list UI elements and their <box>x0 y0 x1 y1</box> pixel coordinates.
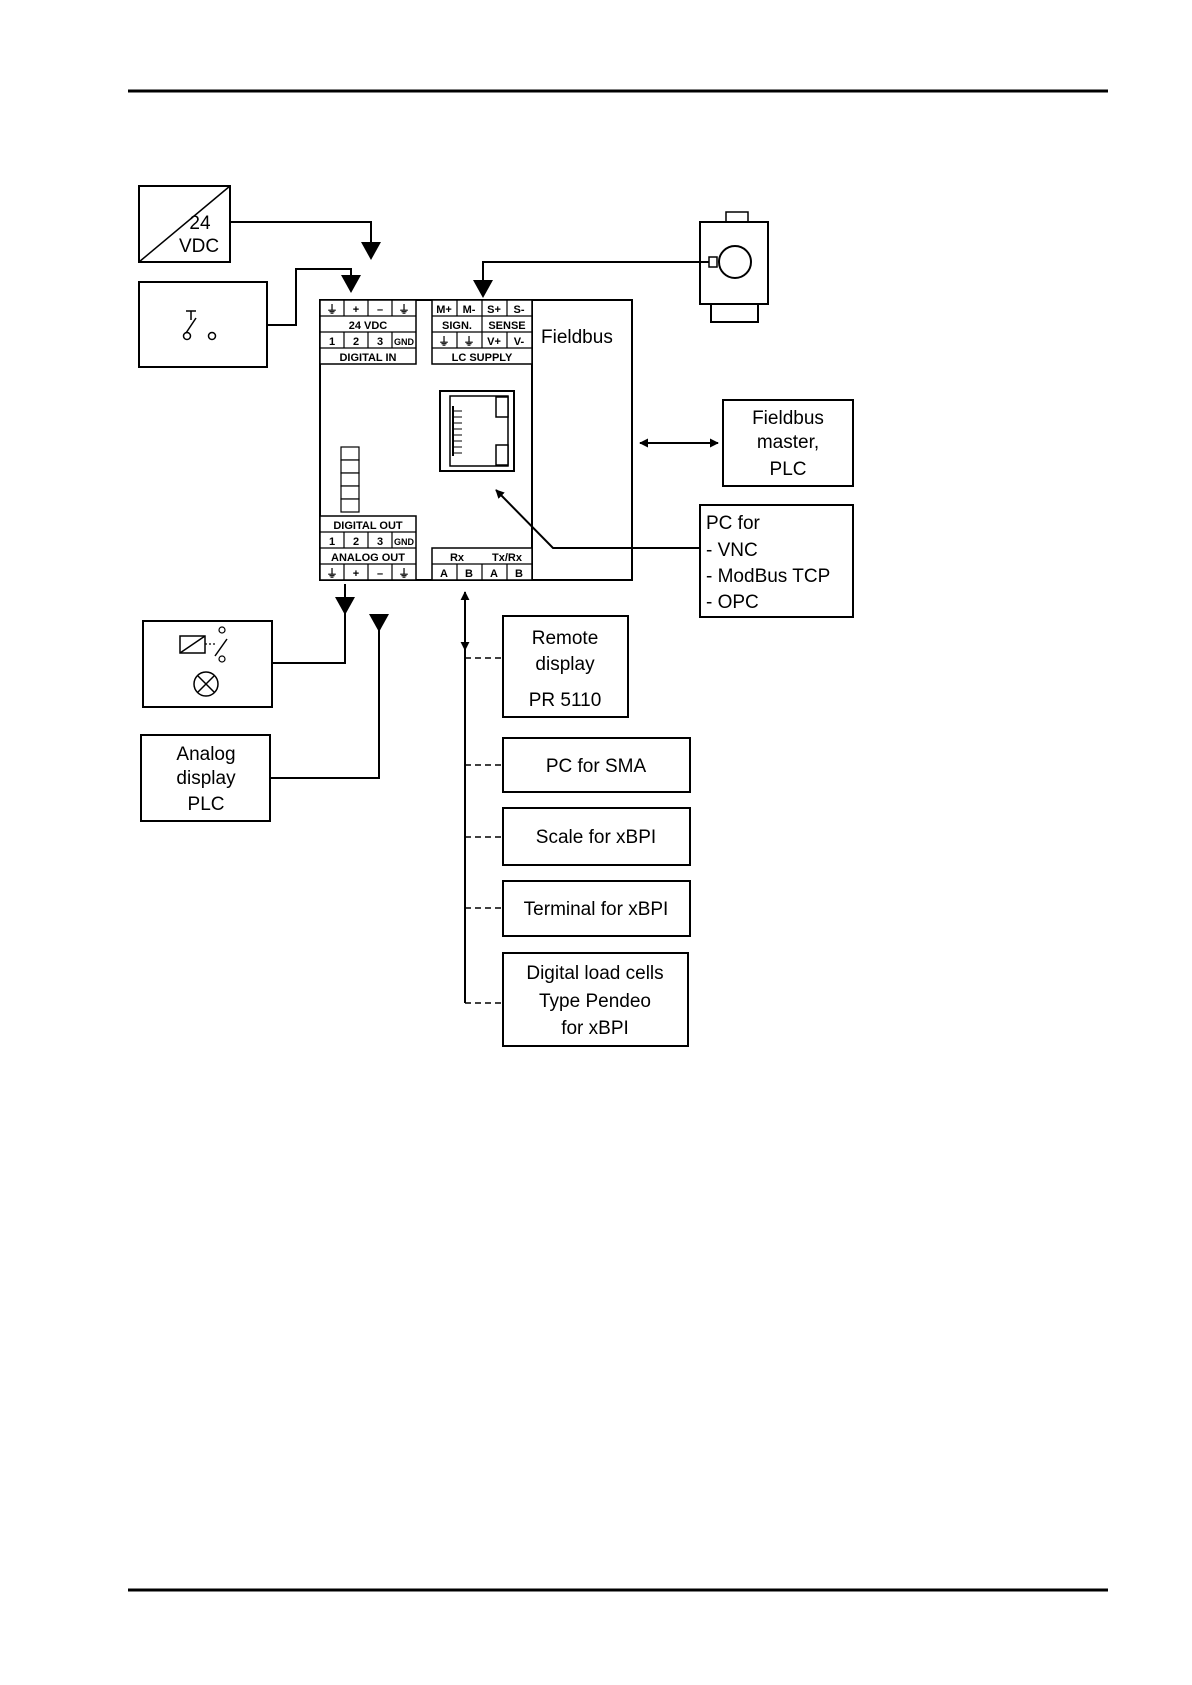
ethernet-wire <box>495 489 700 549</box>
remote-display-line1: Remote <box>532 628 599 649</box>
digital-load-cells-box: Digital load cells Type Pendeo for xBPI <box>502 952 689 1047</box>
power-supply-line1: 24 <box>189 213 211 234</box>
tr-r1-c3: S+ <box>487 304 501 316</box>
fieldbus-master-box: Fieldbus master, PLC <box>722 399 854 487</box>
remote-display-line3: PR 5110 <box>529 690 602 711</box>
lamp-icon <box>193 671 219 697</box>
tr-r3-c1: ⏚ <box>439 335 450 348</box>
ethernet-port-icon <box>439 390 515 472</box>
switch-box <box>138 281 268 368</box>
analog-display-line2: display <box>176 768 236 789</box>
led-indicators <box>340 446 360 513</box>
terminal-block-outputs: DIGITAL OUT 1 2 3 GND ANALOG OUT ⏚ + – ⏚ <box>319 515 417 581</box>
terminal-block-lc-supply: M+ M- S+ S- SIGN. SENSE ⏚ ⏚ V+ V- LC SUP… <box>431 299 533 365</box>
terminal-block-digital-in: ⏚ + – ⏚ 24 VDC 1 2 3 GND DIGITAL IN <box>319 299 417 365</box>
analog-display-box: Analog display PLC <box>140 734 271 822</box>
serial-r2-c3: A <box>490 568 498 580</box>
bl-r4-c2: + <box>353 568 359 580</box>
bl-r2-c3: 3 <box>377 536 383 548</box>
pc-sma-label: PC for SMA <box>546 756 647 777</box>
tr-r3-c3: V+ <box>487 336 501 348</box>
digital-cells-line2: Type Pendeo <box>539 991 651 1012</box>
tr-r2-c1: SIGN. <box>442 320 472 332</box>
bl-r2-c4: GND <box>394 537 415 547</box>
serial-r1-c1: Rx <box>450 552 465 564</box>
terminal-xbpi-box: Terminal for xBPI <box>502 880 691 937</box>
fieldbus-master-line2: master, <box>757 432 819 453</box>
tr-r1-c2: M- <box>463 304 476 316</box>
analog-out-wire <box>270 620 380 779</box>
digital-in-wire <box>267 268 352 326</box>
tl-r3-c3: 3 <box>377 336 383 348</box>
switch-icon <box>182 310 217 341</box>
tl-r1-c3: – <box>377 304 383 316</box>
tl-r2: 24 VDC <box>349 320 388 332</box>
digital-cells-line1: Digital load cells <box>526 963 663 984</box>
tl-r3-c4: GND <box>394 337 415 347</box>
pc-line2: - VNC <box>706 540 758 561</box>
tl-r3-c2: 2 <box>353 336 359 348</box>
tl-r1-c2: + <box>353 304 359 316</box>
tl-r4: DIGITAL IN <box>339 352 396 364</box>
fieldbus-master-line1: Fieldbus <box>752 408 824 429</box>
terminal-xbpi-label: Terminal for xBPI <box>524 899 669 920</box>
digital-out-wire <box>272 584 346 664</box>
load-cell-arrow-icon <box>473 280 493 298</box>
relay-icon <box>179 626 228 663</box>
pc-line3: - ModBus TCP <box>706 566 830 587</box>
relay-lamp-box <box>142 620 273 708</box>
power-wire <box>230 221 372 242</box>
analog-out-arrow-icon <box>369 614 389 632</box>
pc-box: PC for - VNC - ModBus TCP - OPC <box>699 504 854 618</box>
tl-r3-c1: 1 <box>329 336 335 348</box>
tr-r1-c1: M+ <box>436 304 452 316</box>
serial-r1-c2: Tx/Rx <box>492 552 523 564</box>
digital-in-arrow-icon <box>341 275 361 293</box>
bl-r4-c1: ⏚ <box>327 567 338 580</box>
power-arrow-icon <box>361 242 381 260</box>
tl-r1-c4: ⏚ <box>399 303 410 316</box>
scale-xbpi-label: Scale for xBPI <box>536 827 656 848</box>
scale-xbpi-box: Scale for xBPI <box>502 807 691 866</box>
tr-r4: LC SUPPLY <box>452 352 513 364</box>
bl-r2-c2: 2 <box>353 536 359 548</box>
bl-r2-c1: 1 <box>329 536 335 548</box>
remote-display-box: Remote display PR 5110 <box>502 615 629 718</box>
tr-r2-c2: SENSE <box>488 320 525 332</box>
serial-r2-c4: B <box>515 568 523 580</box>
digital-cells-line3: for xBPI <box>561 1018 629 1039</box>
pc-sma-box: PC for SMA <box>502 737 691 793</box>
bl-r1: DIGITAL OUT <box>333 520 403 532</box>
pc-line4: - OPC <box>706 592 759 613</box>
analog-display-line3: PLC <box>188 794 225 815</box>
tr-r3-c2: ⏚ <box>464 335 475 348</box>
digital-out-arrow-icon <box>335 597 355 615</box>
bl-r4-c4: ⏚ <box>399 567 410 580</box>
terminal-block-serial: Rx Tx/Rx A B A B <box>431 547 533 581</box>
load-cell <box>699 211 769 323</box>
tl-r1-c1: ⏚ <box>327 303 338 316</box>
power-supply-line2: VDC <box>179 236 219 257</box>
tr-r3-c4: V- <box>514 336 525 348</box>
power-supply-24vdc: 24 VDC <box>138 185 231 263</box>
bl-r3: ANALOG OUT <box>331 552 405 564</box>
pc-line1: PC for <box>706 513 761 534</box>
tr-r1-c4: S- <box>514 304 525 316</box>
serial-r2-c1: A <box>440 568 448 580</box>
fieldbus-master-line3: PLC <box>770 459 807 480</box>
serial-r2-c2: B <box>465 568 473 580</box>
fieldbus-label: Fieldbus <box>541 327 613 348</box>
remote-display-line2: display <box>535 654 595 675</box>
bl-r4-c3: – <box>377 568 383 580</box>
load-cell-wire <box>482 261 709 280</box>
analog-display-line1: Analog <box>176 744 235 765</box>
